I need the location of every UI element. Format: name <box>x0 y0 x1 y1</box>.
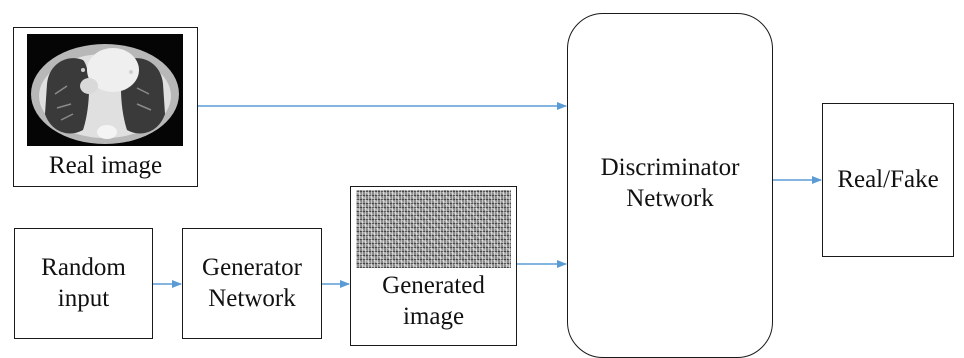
noise-image <box>356 190 511 268</box>
real-image-node: Real image <box>13 27 198 187</box>
generated-image-node: Generated image <box>350 186 517 346</box>
output-node: Real/Fake <box>822 103 954 257</box>
discriminator-label: Discriminator Network <box>600 154 740 212</box>
random-input-node: Random input <box>14 228 153 339</box>
output-label: Real/Fake <box>837 166 939 193</box>
generator-label: Generator Network <box>202 254 302 312</box>
random-input-label: Random input <box>41 254 126 312</box>
connections <box>153 102 822 288</box>
generator-node: Generator Network <box>182 228 322 339</box>
generated-image-label: Generated image <box>382 272 485 330</box>
discriminator-node: Discriminator Network <box>567 13 773 358</box>
real-image-label: Real image <box>48 152 163 179</box>
ct-scan-thumbnail <box>27 34 183 146</box>
